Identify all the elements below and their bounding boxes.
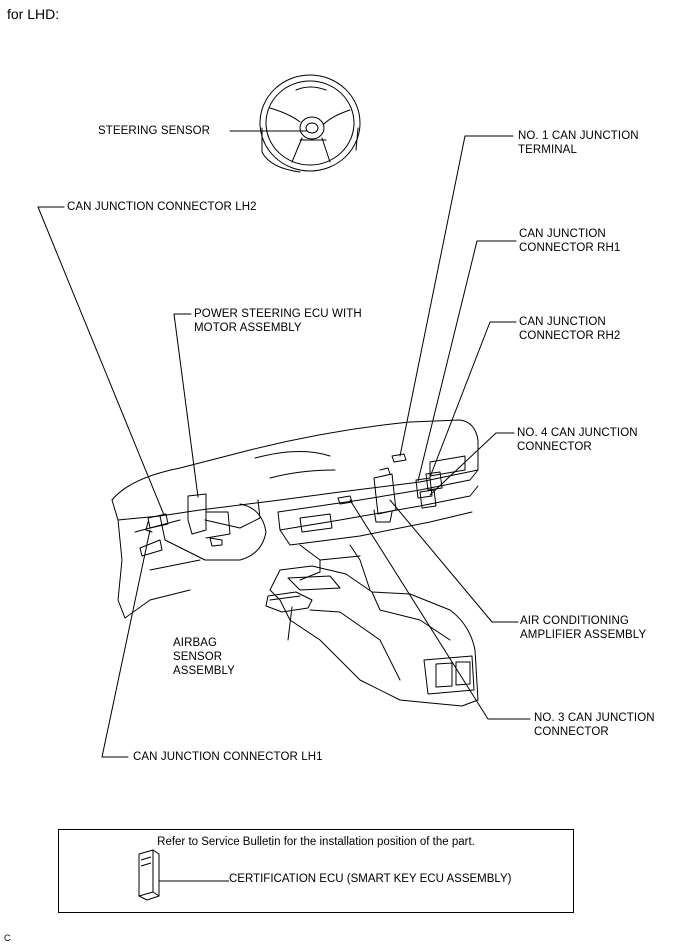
power-steering-ecu-shape bbox=[187, 493, 231, 547]
leader-lines bbox=[37, 130, 531, 758]
leader-rh2 bbox=[429, 321, 517, 478]
label-can-junction-connector-rh1: CAN JUNCTION CONNECTOR RH1 bbox=[519, 228, 621, 254]
label-airbag-sensor-assembly: AIRBAG SENSOR ASSEMBLY bbox=[173, 637, 235, 677]
steering-wheel bbox=[259, 74, 361, 173]
leader-power-steering bbox=[173, 313, 199, 498]
leader-rh1 bbox=[417, 240, 517, 482]
label-steering-sensor: STEERING SENSOR bbox=[98, 125, 211, 137]
label-no1-can-junction-terminal: NO. 1 CAN JUNCTION TERMINAL bbox=[518, 130, 639, 156]
label-air-conditioning-amplifier: AIR CONDITIONING AMPLIFIER ASSEMBLY bbox=[520, 615, 647, 641]
figure-code: C bbox=[4, 933, 11, 943]
certification-ecu-label: CERTIFICATION ECU (SMART KEY ECU ASSEMBL… bbox=[229, 873, 512, 885]
leader-lh2 bbox=[37, 206, 165, 516]
label-power-steering-ecu: POWER STEERING ECU WITH MOTOR ASSEMBLY bbox=[194, 308, 362, 334]
rh-connectors-shape bbox=[415, 471, 443, 509]
no1-terminal-shape bbox=[391, 453, 407, 463]
label-can-junction-connector-lh2: CAN JUNCTION CONNECTOR LH2 bbox=[67, 201, 257, 213]
leader-ac-amplifier bbox=[389, 499, 519, 623]
certification-ecu-icon bbox=[138, 849, 229, 901]
leader-no3 bbox=[349, 499, 531, 720]
airbag-sensor-shape bbox=[265, 591, 313, 613]
note-text: Refer to Service Bulletin for the instal… bbox=[157, 836, 475, 848]
center-console bbox=[269, 544, 479, 707]
leader-airbag bbox=[287, 606, 293, 641]
dashboard bbox=[111, 419, 479, 619]
label-no3-can-junction-connector: NO. 3 CAN JUNCTION CONNECTOR bbox=[534, 712, 655, 738]
page-title: for LHD: bbox=[7, 6, 60, 22]
leader-no4 bbox=[429, 432, 515, 496]
ac-amplifier-shape bbox=[373, 467, 397, 523]
leader-lh1 bbox=[101, 529, 151, 758]
no3-connector-shape bbox=[337, 495, 353, 505]
label-can-junction-connector-lh1: CAN JUNCTION CONNECTOR LH1 bbox=[133, 751, 323, 763]
label-can-junction-connector-rh2: CAN JUNCTION CONNECTOR RH2 bbox=[519, 316, 621, 342]
service-bulletin-note: Refer to Service Bulletin for the instal… bbox=[58, 829, 574, 913]
label-no4-can-junction-connector: NO. 4 CAN JUNCTION CONNECTOR bbox=[517, 427, 638, 453]
leader-no1-terminal bbox=[399, 135, 514, 457]
